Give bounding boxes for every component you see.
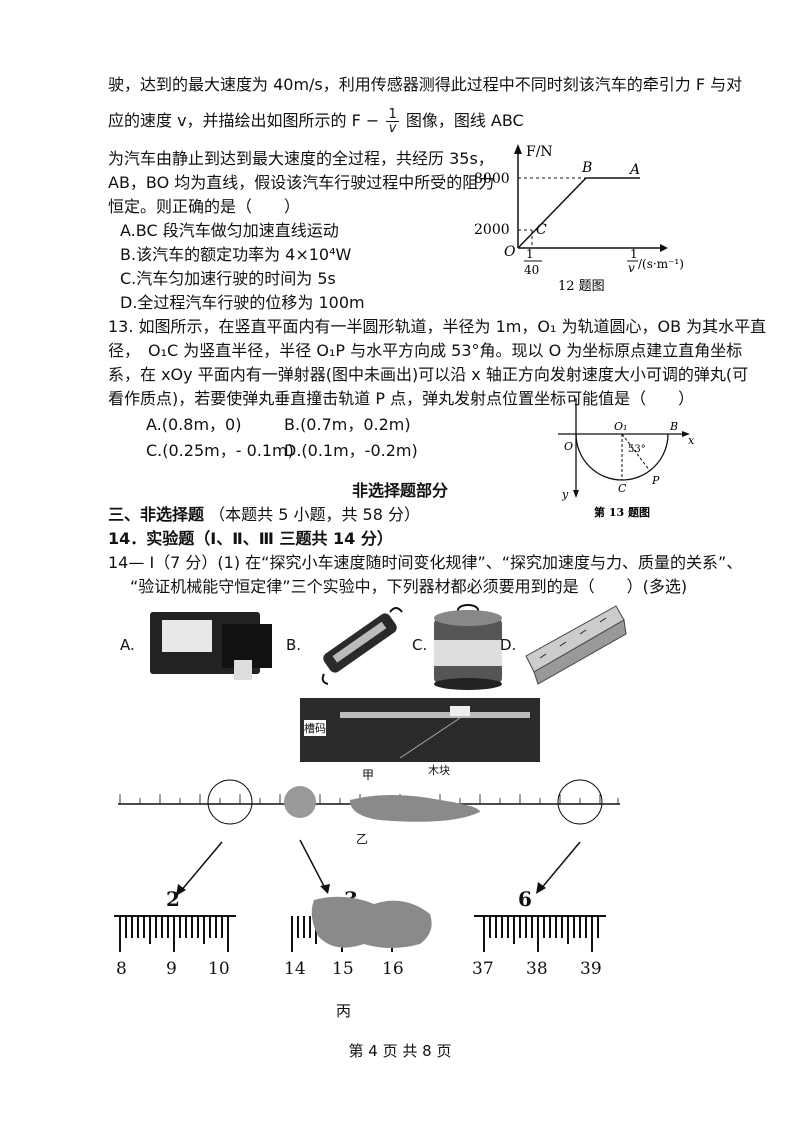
q12-line5: 恒定。则正确的是（ ） (108, 197, 301, 216)
zoom-arrows (176, 839, 581, 896)
q12-line4: AB，BO 均为直线，假设该汽车行驶过程中所受的阻力 (108, 173, 495, 192)
q13-line3: 系，在 xOy 平面内有一弹射器(图中未画出)可以沿 x 轴正方向发射速度大小可… (108, 365, 749, 384)
x-tick-num: 1 (526, 247, 534, 261)
zoom-left-tick-9: 9 (166, 959, 177, 979)
arrow-mid-icon (320, 884, 330, 894)
q12-option-a: A.BC 段汽车做匀加速直线运动 (120, 221, 339, 240)
point-c: C (536, 222, 547, 238)
equip-label-b: B. (286, 636, 302, 654)
zoom-left-big: 2 (166, 887, 180, 911)
spring-scale-image (321, 607, 403, 685)
q12-option-c: C.汽车匀加速行驶的时间为 5s (120, 269, 336, 288)
q13-caption: 第 13 题图 (594, 505, 650, 519)
section-heading-row: 三、非选择题 （本题共 5 小题，共 58 分） (108, 504, 420, 526)
q12-caption: 12 题图 (558, 279, 605, 294)
q13-line1: 13. 如图所示，在竖直平面内有一半圆形轨道，半径为 1m，O₁ 为轨道圆心，O… (108, 317, 767, 336)
y-tick-8000: 8000 (474, 171, 510, 187)
timer-image (150, 612, 272, 680)
equip-label-a: A. (120, 636, 135, 654)
long-ruler (118, 779, 620, 825)
q12-line2-pre: 应的速度 v，并描绘出如图所示的 F − (108, 111, 380, 130)
line-ob (517, 177, 587, 249)
zoom-circle-left (207, 779, 253, 825)
zoom-mid-tick-14: 14 (284, 959, 306, 979)
label-b: B (669, 420, 678, 433)
q14-line1: 14— Ⅰ（7 分）(1) 在“探究小车速度随时间变化规律”、“探究加速度与力、… (108, 553, 743, 572)
arrow-left-icon (176, 884, 186, 896)
frac-den: v (388, 121, 397, 136)
label-o: O (564, 440, 573, 453)
zoom-left-ruler (114, 915, 236, 952)
q12-line2-post: 图像，图线 ABC (405, 111, 524, 130)
q14-line2: “验证机械能守恒定律”三个实验中，下列器材都必须要用到的是（ ）(多选) (130, 577, 688, 596)
y-arrow-icon (573, 490, 579, 498)
y-tick-2000: 2000 (474, 222, 510, 238)
equip-label-c: C. (412, 636, 428, 654)
zoom-right-tick-39: 39 (580, 959, 602, 979)
label-p: P (651, 474, 660, 487)
ruler-smudge (350, 795, 480, 822)
q13-figure: O O₁ B x y C P 53° 第 13 题图 (558, 398, 695, 519)
q12-line1: 驶，达到的最大速度为 40m/s，利用传感器测得此过程中不同时刻该汽车的牵引力 … (108, 75, 743, 94)
zoom-left-tick-8: 8 (116, 959, 127, 979)
zoom-left-tick-10: 10 (208, 959, 230, 979)
x-tick-den: 40 (524, 263, 539, 277)
zoom-mid-tick-15: 15 (332, 959, 354, 979)
x-arrow-icon (660, 244, 668, 252)
y-label: F/N (526, 144, 553, 160)
q13-option-b: B.(0.7m，0.2m) (284, 415, 411, 434)
section-title: 非选择题部分 (351, 481, 448, 500)
q12-line3: 为汽车由静止到达到最大速度的全过程，共经历 35s， (108, 149, 494, 168)
zoom-right-tick-38: 38 (526, 959, 548, 979)
q14-title: 14．实验题（Ⅰ、Ⅱ、Ⅲ 三题共 14 分） (108, 529, 393, 548)
equip-label-d: D. (500, 636, 517, 654)
origin-label: O (504, 244, 516, 260)
q13-line4: 看作质点)，若要使弹丸垂直撞击轨道 P 点，弹丸发射点位置坐标可能值是（ ） (108, 389, 695, 408)
section-heading-note: （本题共 5 小题，共 58 分） (209, 505, 420, 524)
label-c: C (618, 482, 627, 495)
label-o1: O₁ (614, 420, 627, 433)
label-y: y (561, 488, 569, 501)
zoom-blob (284, 786, 316, 818)
x-arrow-icon (682, 431, 690, 437)
label-angle: 53° (628, 444, 646, 455)
zoom-circle-right (557, 779, 603, 825)
arrow-right-icon (536, 882, 546, 894)
zoom-right-big: 6 (518, 887, 532, 911)
point-b: B (581, 160, 592, 176)
q12-graph: F/N 8000 2000 O 1 40 1 v /(s·m⁻¹) A B C … (474, 144, 684, 294)
zoom-mid-ruler (291, 896, 432, 952)
q13-option-d: D.(0.1m，-0.2m) (284, 441, 418, 460)
y-arrow-icon (514, 144, 522, 154)
zoom-mid-smudge (311, 896, 432, 948)
zoom-right-ruler (474, 915, 606, 952)
x-label-num: 1 (630, 247, 638, 261)
q12-option-b: B.该汽车的额定功率为 4×10⁴W (120, 245, 352, 264)
q12-option-d: D.全过程汽车行驶的位移为 100m (120, 293, 365, 312)
frac-num: 1 (386, 107, 399, 122)
photo-caption-jia: 甲 (362, 768, 375, 782)
label-x: x (688, 434, 695, 447)
photo-label-groove: 槽码 (304, 720, 326, 736)
ruler-image (525, 605, 627, 685)
q13-option-c: C.(0.25m，- 0.1m) (146, 441, 294, 460)
section-heading: 三、非选择题 (108, 505, 205, 524)
zoom-mid-tick-16: 16 (382, 959, 404, 979)
point-a: A (628, 162, 640, 178)
page-footer: 第 4 页 共 8 页 (348, 1042, 452, 1060)
x-label-unit: /(s·m⁻¹) (638, 257, 684, 271)
x-label-den: v (628, 261, 635, 275)
q13-line2: 径， O₁C 为竖直半径，半径 O₁P 与水平方向成 53°角。现以 O 为坐标… (108, 341, 743, 360)
photo-label-block: 木块 (428, 764, 450, 777)
q13-option-a: A.(0.8m，0) (146, 415, 242, 434)
zoom-caption-bing: 丙 (336, 1002, 352, 1020)
experiment-photo (300, 698, 540, 762)
ruler-caption-yi: 乙 (356, 832, 369, 846)
zoom-right-tick-37: 37 (472, 959, 494, 979)
radius-o1p (621, 433, 651, 472)
weight-image (434, 604, 502, 690)
